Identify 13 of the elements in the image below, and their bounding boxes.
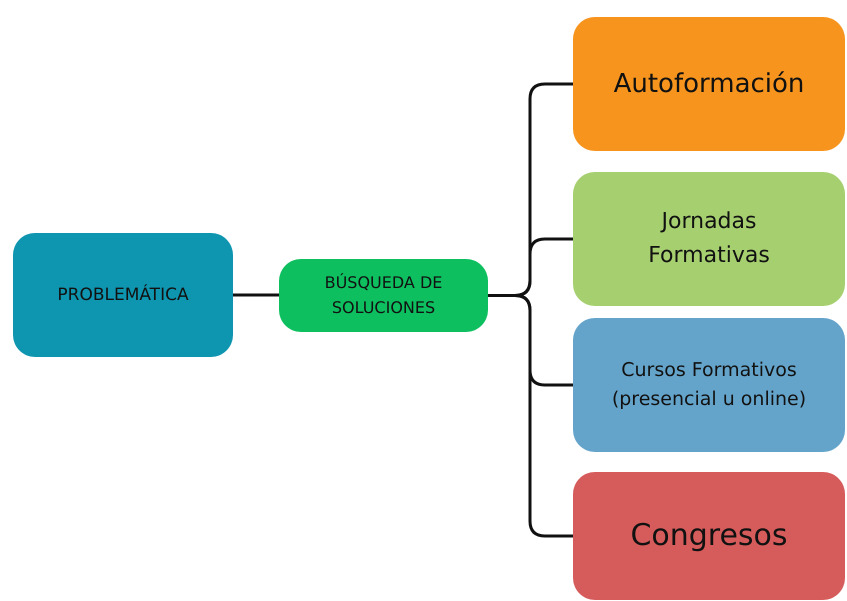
connector-line [233, 294, 279, 296]
topic-text: Cursos Formativos (presencial u online) [610, 358, 808, 412]
topic-text: Jornadas Formativas [647, 208, 771, 270]
topic-box [573, 318, 845, 452]
topic-text: PROBLEMÁTICA [57, 283, 189, 307]
topic-box [573, 172, 845, 306]
topic-text: Congresos [630, 516, 788, 555]
topic-text: BÚSQUEDA DE SOLUCIONES [324, 272, 444, 318]
topic-box [573, 17, 845, 151]
topic-box [279, 259, 488, 332]
topic-box [13, 233, 233, 357]
topic-box [573, 472, 845, 600]
topic-text: Autoformación [614, 68, 804, 101]
